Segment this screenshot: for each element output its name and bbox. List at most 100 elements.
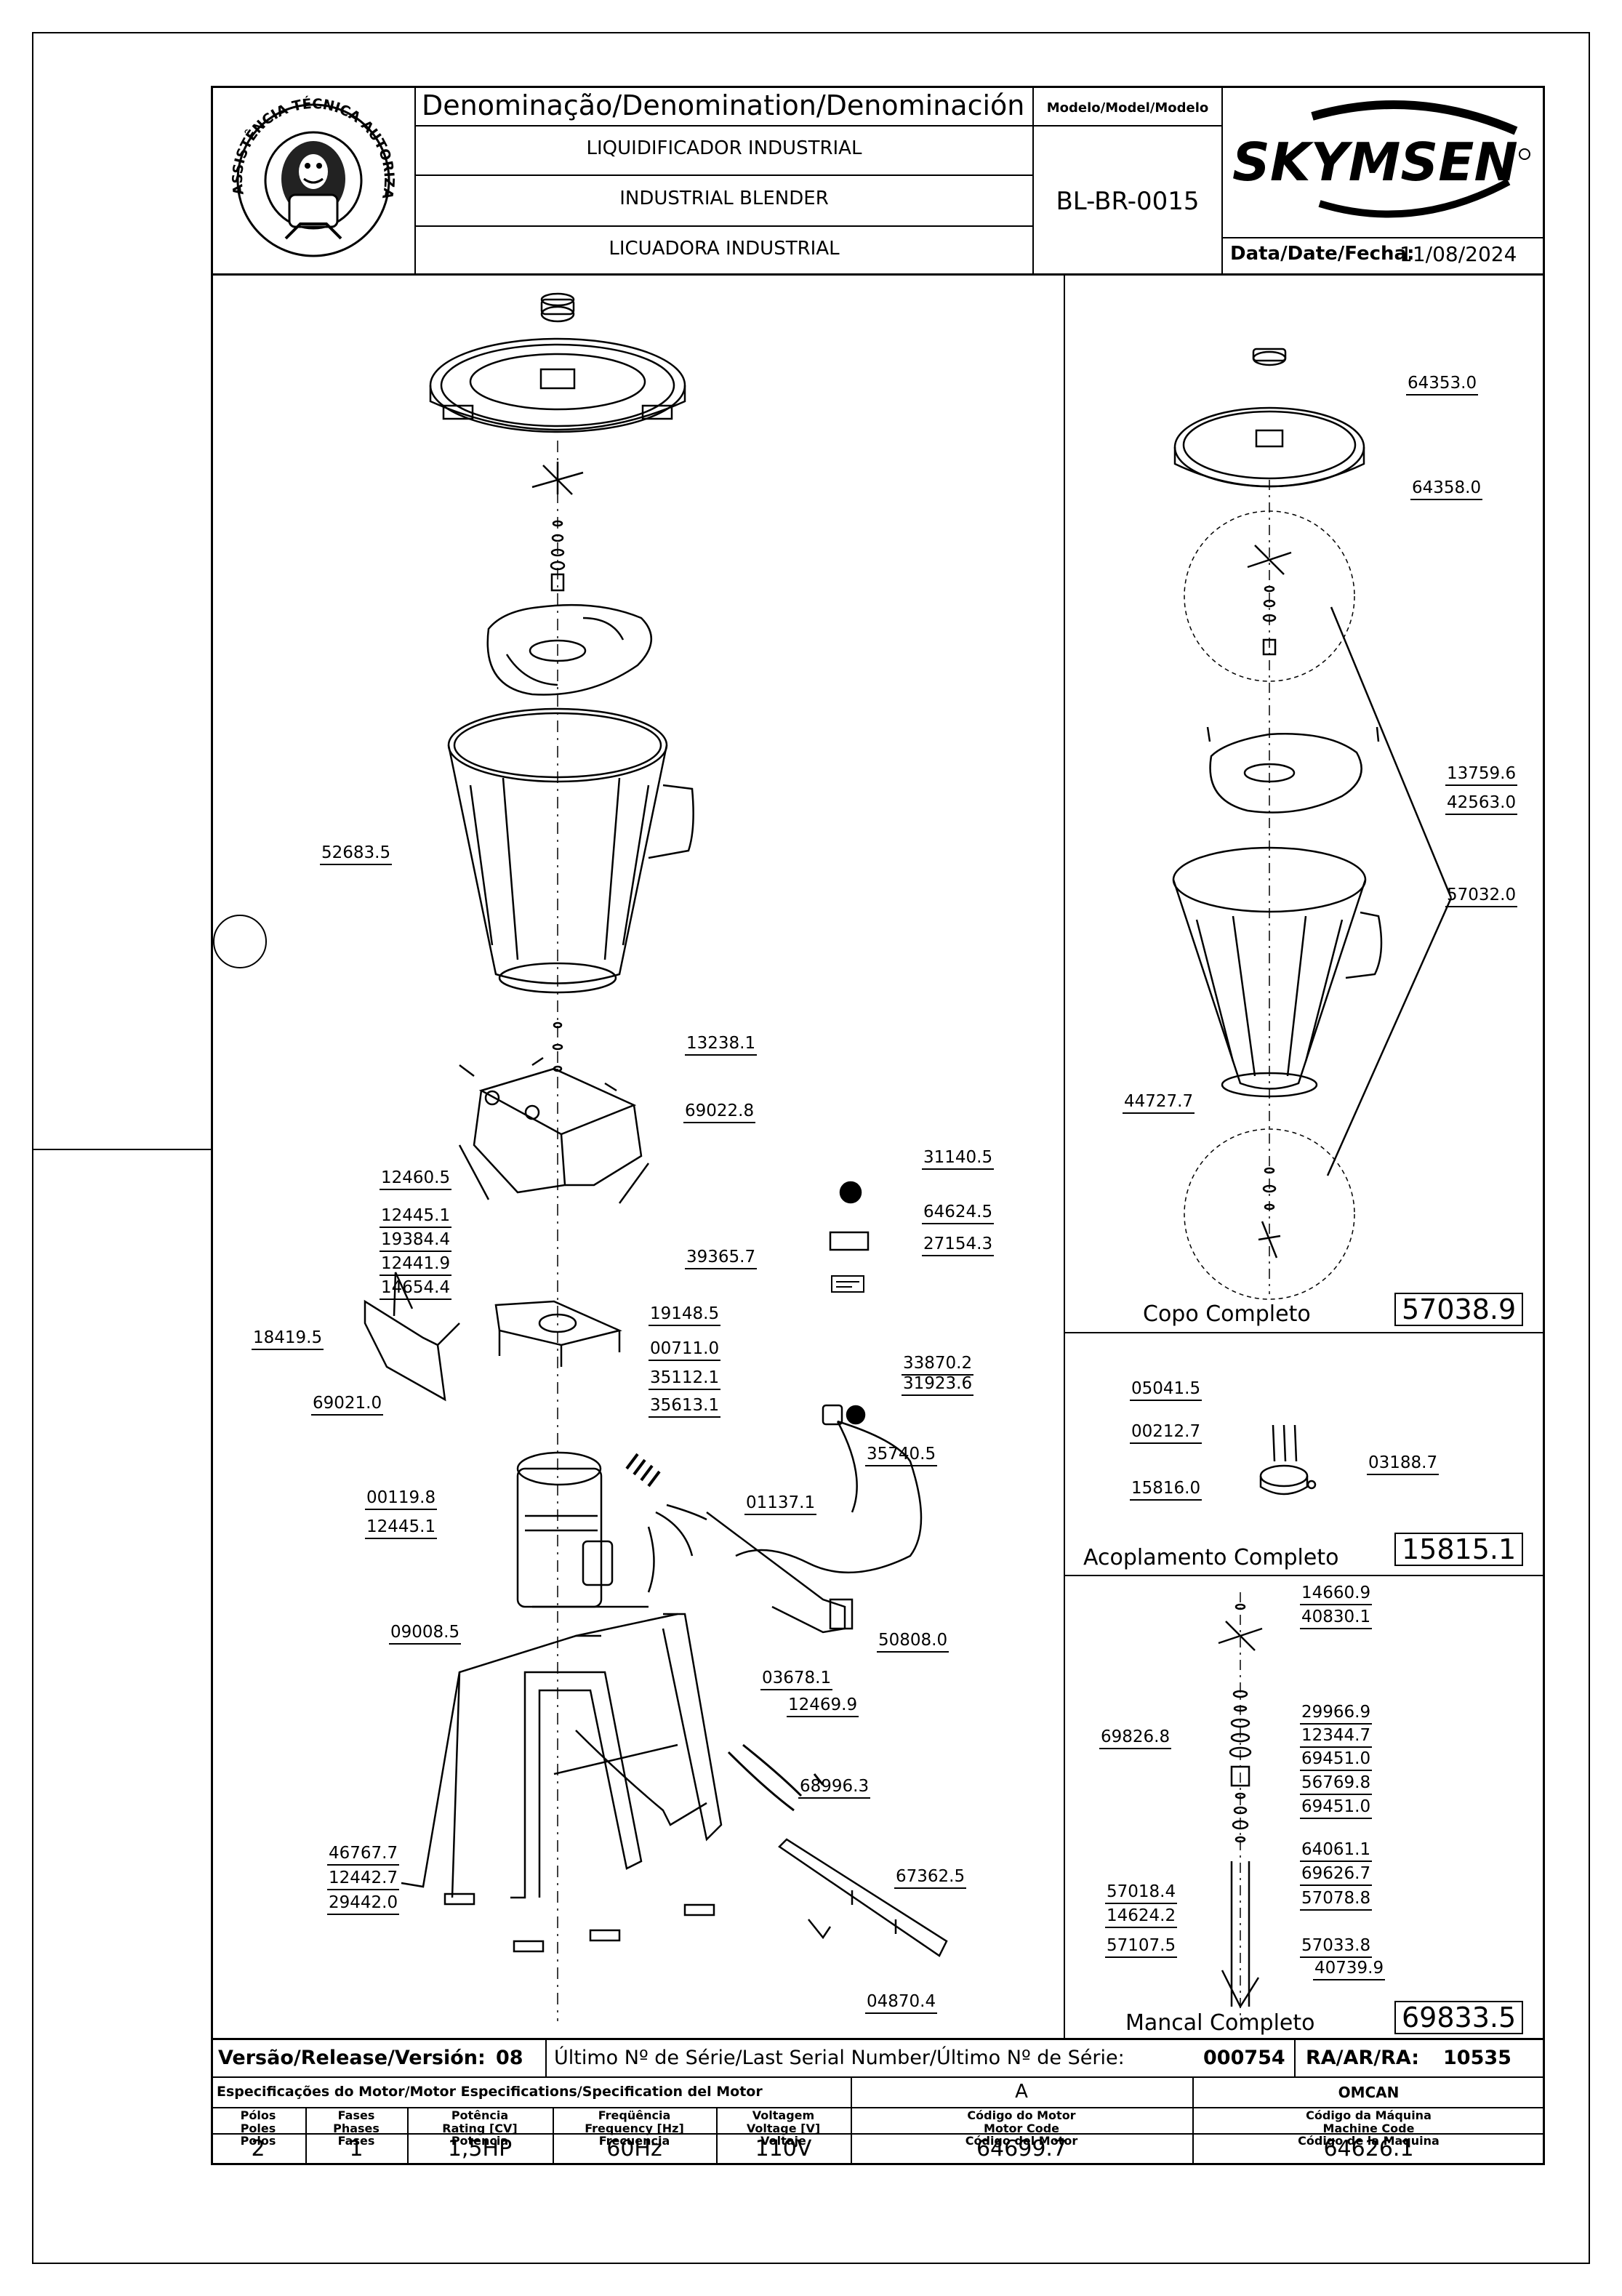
skymsen-logo: SKYMSEN	[1232, 100, 1530, 218]
outer-frame	[32, 32, 1590, 2264]
col-header-voltage: Voltagem Voltage [V] Voltaje	[746, 2108, 821, 2148]
part-label-19148-5: 19148.5	[649, 1306, 721, 1326]
mancal-part-69626-7: 69626.7	[1300, 1866, 1373, 1886]
mancal-part-29966-9: 29966.9	[1300, 1704, 1373, 1725]
copo-part-64358-0: 64358.0	[1410, 480, 1483, 500]
version-label: Versão/Release/Versión:	[218, 2047, 486, 2069]
val-phases: 1	[349, 2136, 364, 2161]
part-label-64624-5: 64624.5	[922, 1204, 995, 1224]
serial-value: 000754	[1203, 2047, 1285, 2069]
val-poles: 2	[251, 2136, 265, 2161]
mancal-part-14660-9: 14660.9	[1300, 1585, 1373, 1605]
footer-v-version	[545, 2038, 547, 2076]
motor-bracket	[494, 1300, 622, 1367]
mancal-part-40739-9: 40739.9	[1313, 1960, 1386, 1980]
mancal-part-69451-0-b: 69451.0	[1300, 1799, 1373, 1819]
base-plate	[486, 603, 652, 696]
jar	[447, 707, 694, 994]
name-es: LICUADORA INDUSTRIAL	[609, 238, 840, 260]
date-value: 11/08/2024	[1400, 242, 1517, 266]
motor-letter: A	[1015, 2081, 1028, 2103]
part-label-12441-9: 12441.9	[380, 1256, 452, 1276]
copo-part-13759-6: 13759.6	[1445, 766, 1518, 786]
motor-spec-label: Especificações do Motor/Motor Especifica…	[217, 2084, 763, 2100]
header-divider-2	[1032, 87, 1034, 275]
part-label-00119-8: 00119.8	[365, 1490, 438, 1510]
header-row-3	[414, 225, 1034, 227]
acop-part-05041-5: 05041.5	[1130, 1381, 1203, 1401]
header-bottom	[211, 273, 1545, 276]
footer-row-3	[211, 2133, 1545, 2135]
acoplamento-section-bottom	[1064, 1575, 1545, 1576]
part-label-14654-4: 14654.4	[380, 1280, 452, 1300]
col-header-rating: Potência Rating [CV] Potencia	[442, 2108, 518, 2148]
copo-part-44727-7: 44727.7	[1123, 1093, 1195, 1114]
part-label-31923-6: 31923.6	[902, 1376, 974, 1396]
part-label-09008-5: 09008.5	[389, 1624, 462, 1645]
copo-part-57032-0: 57032.0	[1445, 887, 1518, 907]
acop-part-15816-0: 15816.0	[1130, 1480, 1203, 1501]
copo-part-64353-0: 64353.0	[1406, 375, 1479, 396]
exploded-view-drawing	[213, 292, 948, 2021]
left-margin-divider	[32, 1149, 212, 1150]
col-header-motor-code: Código do Motor Motor Code Código del Mo…	[965, 2108, 1078, 2148]
switch-bar	[706, 1512, 854, 1634]
date-label: Data/Date/Fecha:	[1230, 243, 1415, 265]
part-label-35613-1: 35613.1	[649, 1397, 721, 1418]
name-en: INDUSTRIAL BLENDER	[619, 188, 829, 209]
mancal-part-14624-2: 14624.2	[1105, 1908, 1178, 1928]
motor-housing	[458, 1067, 650, 1204]
header-divider-3	[1221, 87, 1223, 275]
motor	[516, 1451, 614, 1608]
subassembly-drawings	[1172, 348, 1453, 2018]
footer-v-c2	[407, 2107, 409, 2164]
col-header-phases: Fases Phases Fases	[333, 2108, 380, 2148]
part-label-27154-3: 27154.3	[922, 1236, 995, 1256]
part-label-12445-1-b: 12445.1	[365, 1519, 438, 1539]
handle-bar	[778, 1838, 948, 1957]
part-label-69021-0: 69021.0	[311, 1395, 384, 1416]
footer-v-c3	[553, 2107, 554, 2164]
part-label-35740-5: 35740.5	[865, 1446, 938, 1466]
acop-part-00212-7: 00212.7	[1130, 1424, 1203, 1444]
part-label-18419-5: 18419.5	[252, 1330, 324, 1350]
part-label-01137-1: 01137.1	[744, 1495, 817, 1515]
mancal-part-64061-1: 64061.1	[1300, 1842, 1373, 1862]
val-machine-code: 64626.1	[1323, 2136, 1414, 2161]
mancal-part-12344-7: 12344.7	[1300, 1727, 1373, 1748]
model-code: BL-BR-0015	[1056, 187, 1200, 216]
footer-v-ra	[1294, 2038, 1296, 2076]
acoplamento-title: Acoplamento Completo	[1083, 1545, 1339, 1570]
part-label-68996-3: 68996.3	[798, 1778, 871, 1799]
mancal-part-57018-4: 57018.4	[1105, 1884, 1178, 1904]
val-voltage: 110V	[755, 2136, 812, 2161]
mancal-part-69451-0: 69451.0	[1300, 1751, 1373, 1771]
header-row-2	[414, 174, 1034, 176]
header-row-4	[1221, 237, 1545, 238]
val-frequency: 60Hz	[606, 2136, 662, 2161]
stand-frame	[401, 1605, 723, 1953]
part-label-29442-0: 29442.0	[327, 1895, 400, 1915]
part-label-12460-5: 12460.5	[380, 1170, 452, 1190]
footer-v-c6	[1192, 2076, 1194, 2164]
mancal-title: Mancal Completo	[1125, 2010, 1315, 2036]
mancal-code: 69833.5	[1394, 2001, 1524, 2034]
part-label-67362-5: 67362.5	[894, 1868, 967, 1889]
part-label-50808-0: 50808.0	[877, 1632, 949, 1653]
serial-label: Último Nº de Série/Last Serial Number/Úl…	[554, 2047, 1125, 2069]
part-label-52683-5: 52683.5	[320, 845, 393, 865]
name-pt: LIQUIDIFICADOR INDUSTRIAL	[586, 137, 862, 159]
part-label-31140-5: 31140.5	[922, 1149, 995, 1170]
part-label-19384-4: 19384.4	[380, 1232, 452, 1252]
footer-v-c5	[851, 2076, 852, 2164]
copo-code: 57038.9	[1394, 1293, 1524, 1326]
mancal-part-40830-1: 40830.1	[1300, 1609, 1373, 1629]
blade-stack	[531, 462, 584, 592]
mancal-part-69826-8: 69826.8	[1099, 1729, 1172, 1749]
col-header-machine-code: Código da Máquina Machine Code Código de…	[1298, 2108, 1440, 2148]
col-header-frequency: Freqüência Frequency [Hz] Frecuencia	[585, 2108, 684, 2148]
mancal-part-57033-8: 57033.8	[1300, 1938, 1373, 1958]
part-label-69022-8: 69022.8	[683, 1103, 756, 1123]
header-row-1	[414, 125, 1221, 127]
